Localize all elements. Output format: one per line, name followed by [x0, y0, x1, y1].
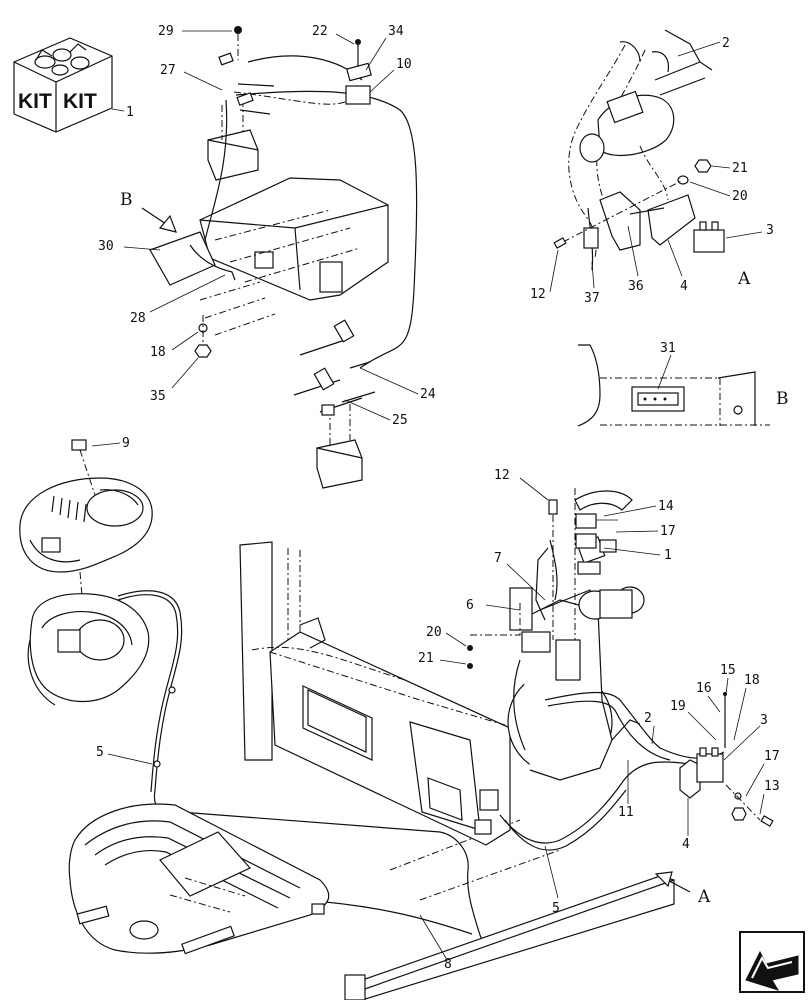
floor-mat: [68, 803, 330, 955]
nut-21-top: [694, 159, 712, 173]
callout-6: 6: [466, 598, 474, 613]
control-panel-base: [27, 593, 150, 706]
callout-15: 15: [720, 663, 736, 678]
callouts-top-right: 2 21 20 3 12 37 36 4: [530, 36, 774, 306]
battery-cables-top: [204, 52, 418, 369]
callout-19: 19: [670, 699, 686, 714]
callout-4-bottom: 4: [682, 837, 690, 852]
callout-20-top: 20: [732, 189, 748, 204]
callout-2-top: 2: [722, 36, 730, 51]
callout-30: 30: [98, 239, 114, 254]
callout-16: 16: [696, 681, 712, 696]
callout-4-top: 4: [680, 279, 688, 294]
callout-5-left: 5: [96, 745, 104, 760]
callout-37: 37: [584, 291, 600, 306]
callout-35: 35: [150, 389, 166, 404]
callout-18: 18: [150, 345, 166, 360]
callout-12-bottom: 12: [494, 468, 510, 483]
upper-bracket-hardware: [509, 499, 618, 640]
callout-34: 34: [388, 24, 404, 39]
cable-pair-lower: [293, 319, 376, 416]
callout-8: 8: [444, 957, 452, 972]
right-relay: [679, 692, 774, 827]
callout-3-top: 3: [766, 223, 774, 238]
callout-27: 27: [160, 63, 176, 78]
callout-22: 22: [312, 24, 328, 39]
callout-28: 28: [130, 311, 146, 326]
engine-flywheel: [507, 589, 613, 781]
relay-bracket: [599, 191, 696, 251]
battery-lower: [316, 404, 363, 489]
control-panel-cover: [19, 477, 153, 573]
bolt-12-top: [553, 237, 567, 249]
callout-36: 36: [628, 279, 644, 294]
solenoid-relay: [693, 221, 725, 253]
callout-14: 14: [658, 499, 674, 514]
callout-24: 24: [420, 387, 436, 402]
nut-29: [234, 26, 242, 34]
kit-box-illustration: KIT KIT: [13, 37, 113, 133]
callout-11: 11: [618, 805, 634, 820]
callout-1-kit: 1: [126, 105, 134, 120]
callout-17-lower: 17: [764, 749, 780, 764]
battery-upper: [207, 100, 259, 181]
view-b-inset: [577, 344, 770, 427]
callout-20-bottom: 20: [426, 625, 442, 640]
callout-3-bottom: 3: [760, 713, 768, 728]
next-page-icon[interactable]: [739, 931, 805, 993]
callout-7: 7: [494, 551, 502, 566]
callout-12-top: 12: [530, 287, 546, 302]
callouts-top-left: 29 22 34 27 10 30 28 18 35 24 25: [98, 24, 436, 428]
kit-label-right: KIT: [63, 90, 97, 113]
callout-25: 25: [392, 413, 408, 428]
washers-20-21-bottom: [467, 600, 521, 669]
callout-2-bottom: 2: [644, 711, 652, 726]
terminal-clamp: [345, 39, 372, 105]
callout-1-bottom: 1: [664, 548, 672, 563]
view-b-label-top: B: [120, 190, 133, 210]
nut-35: [194, 344, 212, 358]
view-b-arrow: [141, 207, 177, 233]
view-a-arrow: [654, 871, 691, 893]
view-b-label-inset: B: [776, 389, 789, 409]
callout-13: 13: [764, 779, 780, 794]
frame-beam: [344, 819, 675, 1000]
callout-21-top: 21: [732, 161, 748, 176]
callout-29: 29: [158, 24, 174, 39]
view-a-label-bottom: A: [697, 887, 711, 907]
callout-9: 9: [122, 436, 130, 451]
callouts-bottom: 5 5 8 12 14 17 1 7 6 20 21 15 16 18 19 2…: [96, 468, 780, 972]
battery-tray-assembly: [149, 177, 389, 336]
callout-17-upper: 17: [660, 524, 676, 539]
callout-31: 31: [660, 341, 676, 356]
cab-side-panel: [239, 541, 511, 846]
view-a-label-top: A: [737, 269, 751, 289]
alternator-starter: [574, 488, 645, 640]
callout-10: 10: [396, 57, 412, 72]
kit-label-left: KIT: [18, 90, 52, 113]
callout-21-bottom: 21: [418, 651, 434, 666]
callout-18-bottom: 18: [744, 673, 760, 688]
connector-9: [71, 439, 87, 451]
starter-motor-assembly: [568, 29, 713, 271]
callout-5-right: 5: [552, 901, 560, 916]
